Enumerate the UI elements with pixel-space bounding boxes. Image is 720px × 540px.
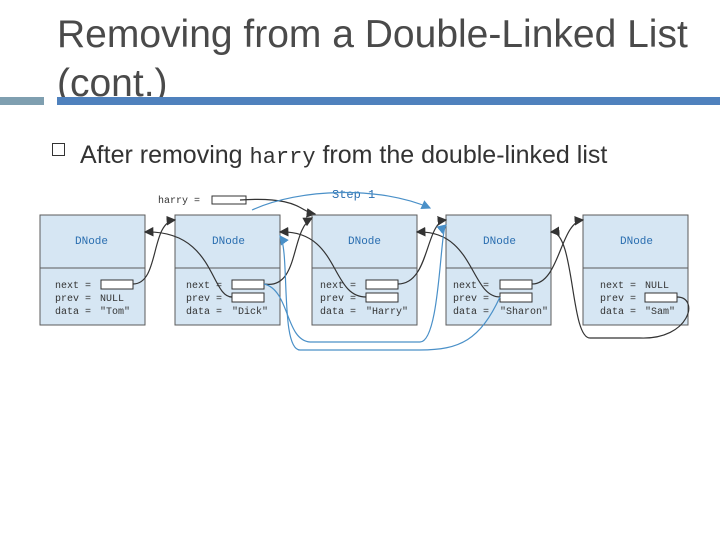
node-data-value: "Dick" (232, 306, 268, 318)
prev-arrow-harry-to-dick (278, 226, 367, 298)
bullet-text-after: from the double-linked list (315, 141, 608, 169)
node-tom: DNode next = prev = NULL data = "Tom" (39, 214, 146, 326)
field-prev: prev = (453, 294, 489, 305)
prev-pointer-arrows (143, 226, 690, 339)
field-prev: prev = (186, 294, 222, 305)
field-prev: prev = (600, 294, 636, 305)
field-data: data = (453, 306, 489, 318)
node-type-label: DNode (620, 236, 653, 248)
next-arrow-dick-to-harry (263, 217, 314, 285)
prev-arrow-dick-to-tom (143, 226, 233, 298)
next-arrow-tom-to-dick (132, 215, 177, 285)
bypass-arrow-dick-to-sharon (263, 224, 447, 343)
bypass-pointer-arrows (263, 224, 501, 351)
node-type-label: DNode (348, 236, 381, 248)
field-data: data = (55, 306, 91, 318)
node-sam: DNode next = NULL prev = data = "Sam" (582, 214, 689, 326)
node-data-value: "Harry" (366, 306, 408, 318)
prev-arrow-sharon-to-harry (415, 226, 501, 298)
double-linked-list-diagram: harry = Step 1 DNode next = prev = NULL … (39, 188, 690, 351)
field-next: next = (453, 281, 489, 292)
node-type-label: DNode (75, 236, 108, 248)
next-arrow-harry-to-sharon (397, 216, 448, 285)
harry-pointer-label: harry = (158, 195, 200, 207)
bullet-code-harry: harry (249, 145, 316, 170)
bullet-text: After removing harry from the double-lin… (80, 132, 680, 181)
harry-pointer-arrow (239, 198, 317, 218)
node-data-value: "Sam" (645, 306, 675, 318)
prev-arrow-sam-to-sharon (549, 226, 690, 339)
bullet-text-before: After removing (80, 141, 250, 169)
node-type-label: DNode (212, 236, 245, 248)
node-data-value: "Sharon" (500, 306, 548, 318)
field-data: data = (186, 306, 222, 318)
node-sharon: DNode next = prev = data = "Sharon" (445, 214, 552, 326)
node-harry: DNode next = prev = data = "Harry" (311, 214, 418, 326)
field-next: next = (320, 281, 356, 292)
bypass-arrow-sharon-to-dick (279, 235, 501, 351)
slide-title: Removing from a Double-Linked List (cont… (57, 13, 688, 105)
field-data: data = (600, 306, 636, 318)
step-1-label: Step 1 (332, 188, 375, 202)
field-next: next = (186, 281, 222, 292)
node-type-label: DNode (483, 236, 516, 248)
next-arrow-sharon-to-sam (531, 215, 585, 285)
null-value: NULL (100, 294, 124, 305)
field-next: next = (55, 281, 91, 292)
field-prev: prev = (55, 294, 91, 305)
step-1-arrow (251, 191, 432, 211)
null-value: NULL (645, 281, 669, 292)
node-dick: DNode next = prev = data = "Dick" (174, 214, 281, 326)
title-rule-accent (0, 97, 44, 105)
field-next: next = (600, 281, 636, 292)
node-data-value: "Tom" (100, 306, 130, 318)
next-pointer-arrows (132, 215, 585, 285)
field-data: data = (320, 306, 356, 318)
title-rule (57, 97, 720, 105)
field-prev: prev = (320, 294, 356, 305)
square-bullet-icon (52, 143, 65, 156)
